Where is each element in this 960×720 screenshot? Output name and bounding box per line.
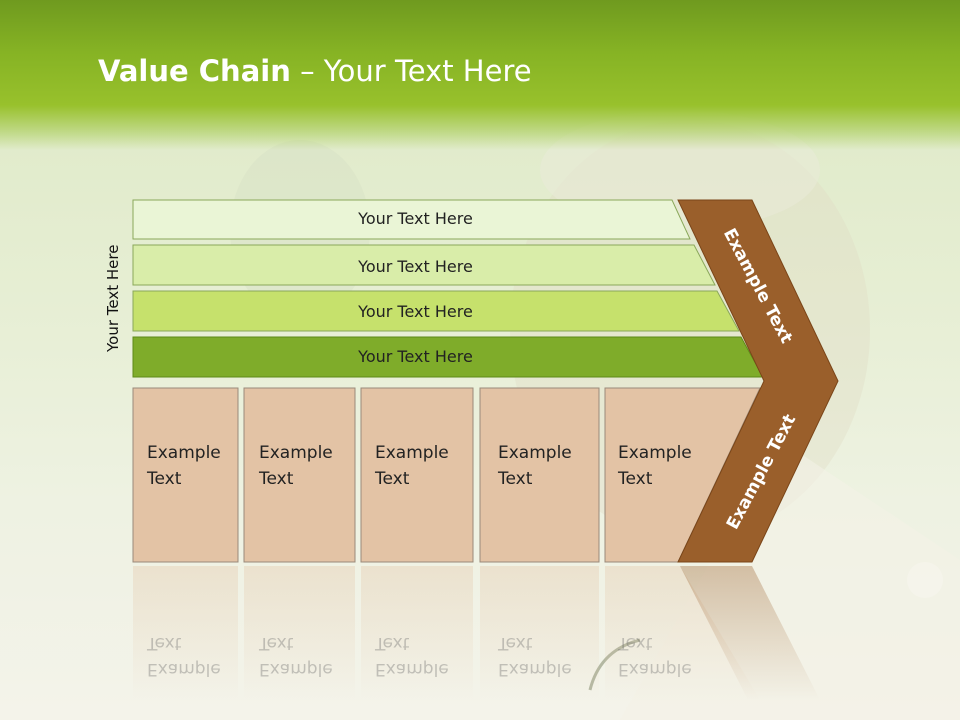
- refl-line2: Text: [618, 633, 653, 653]
- box-label-line2: Text: [618, 469, 653, 489]
- refl-line1: Example: [375, 659, 449, 679]
- bar-1[interactable]: [132, 199, 691, 240]
- title-bold: Value Chain: [98, 54, 291, 88]
- box-reflection: [361, 566, 473, 700]
- box-label-line1: Example: [498, 443, 572, 463]
- bar-label: Your Text Here: [358, 347, 473, 366]
- bar-label: Your Text Here: [358, 302, 473, 321]
- box-label-line1: Example: [259, 443, 333, 463]
- refl-line2: Text: [259, 633, 294, 653]
- box-4[interactable]: [479, 387, 600, 563]
- box-label-line1: Example: [618, 443, 692, 463]
- box-label-reflection: Example Text: [618, 630, 692, 682]
- refl-line1: Example: [618, 659, 692, 679]
- refl-line1: Example: [498, 659, 572, 679]
- box-reflection: [244, 566, 355, 700]
- bar-2[interactable]: [132, 244, 716, 286]
- box-2[interactable]: [243, 387, 356, 563]
- slide-title: Value Chain – Your Text Here: [98, 54, 532, 88]
- box-label-line1: Example: [147, 443, 221, 463]
- bar-3[interactable]: [132, 290, 740, 332]
- refl-line1: Example: [259, 659, 333, 679]
- refl-line2: Text: [375, 633, 410, 653]
- box-1[interactable]: [132, 387, 239, 563]
- box-reflection: [480, 566, 599, 700]
- bar-label: Your Text Here: [358, 257, 473, 276]
- title-rest: – Your Text Here: [290, 54, 532, 88]
- chevron-arrow[interactable]: [677, 199, 839, 563]
- box-label-reflection: Example Text: [498, 630, 572, 682]
- bar-label: Your Text Here: [358, 209, 473, 228]
- box-label-line2: Text: [147, 469, 182, 489]
- refl-line2: Text: [147, 633, 182, 653]
- box-reflection: [133, 566, 238, 700]
- box-label-line1: Example: [375, 443, 449, 463]
- box-label-reflection: Example Text: [259, 630, 333, 682]
- box-label-line2: Text: [375, 469, 410, 489]
- box-3[interactable]: [360, 387, 474, 563]
- box-reflection: [605, 566, 760, 700]
- refl-line2: Text: [498, 633, 533, 653]
- box-label-line2: Text: [498, 469, 533, 489]
- box-label-reflection: Example Text: [375, 630, 449, 682]
- chevron-reflection: [680, 566, 820, 700]
- box-label-reflection: Example Text: [147, 630, 221, 682]
- refl-line1: Example: [147, 659, 221, 679]
- reflection-group: [133, 566, 820, 700]
- header-band: [0, 0, 960, 150]
- box-label-line2: Text: [259, 469, 294, 489]
